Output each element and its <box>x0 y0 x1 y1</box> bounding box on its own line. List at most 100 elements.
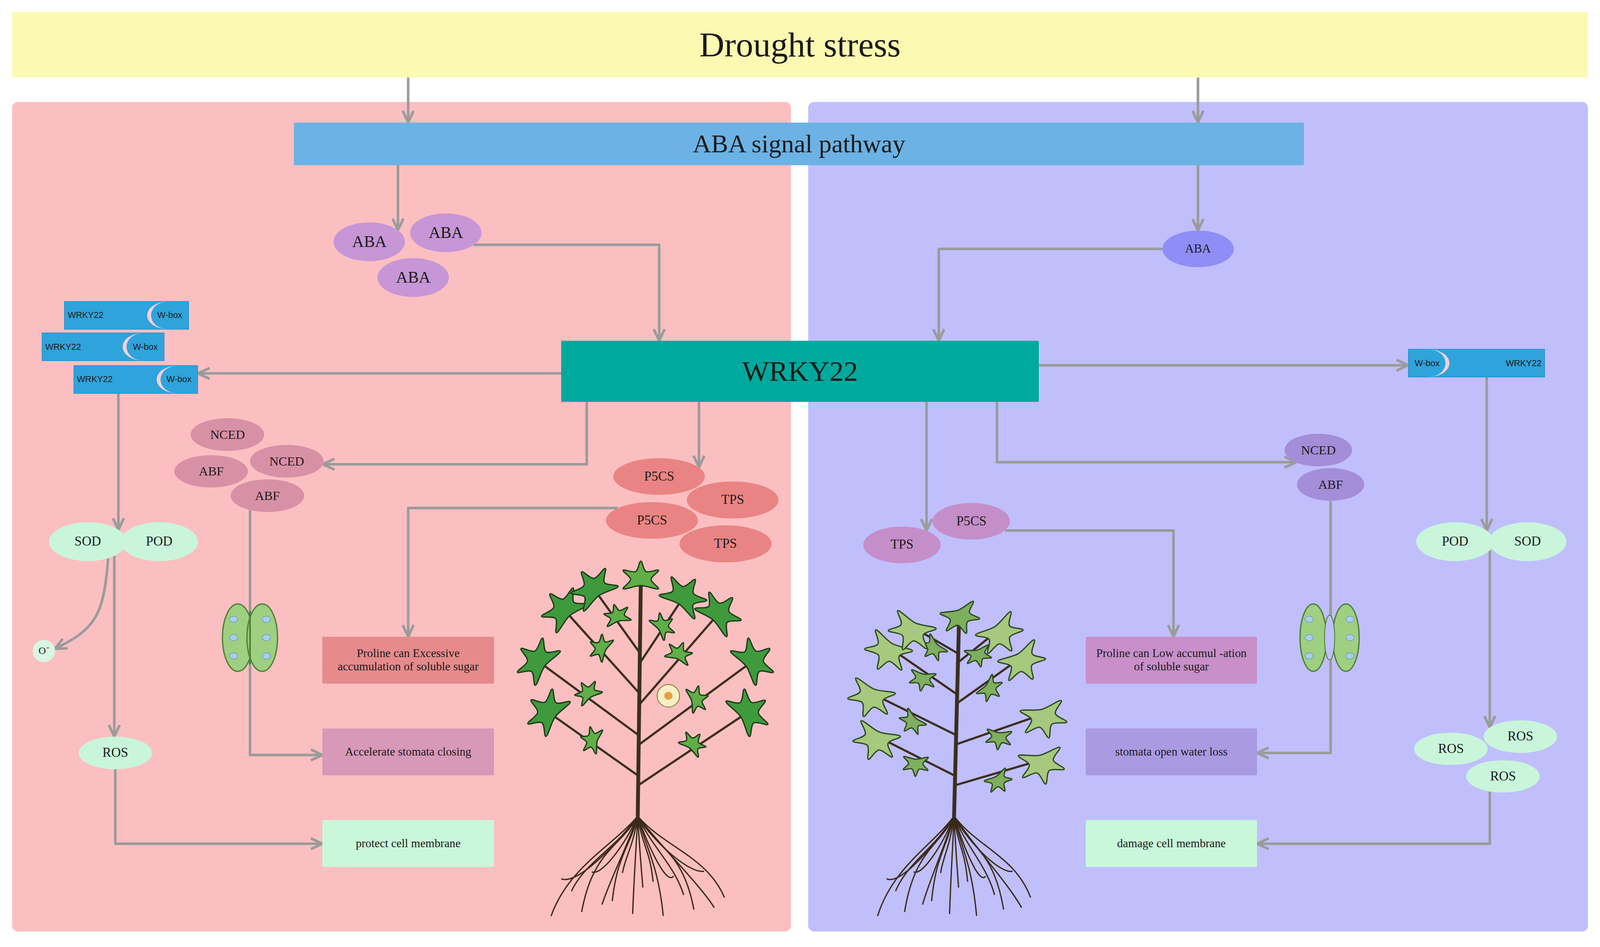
arrow-connector <box>697 401 701 468</box>
node-text: ABA signal pathway <box>692 129 906 159</box>
node-text: WRKY22 <box>74 365 116 394</box>
root <box>550 816 638 917</box>
leaf <box>908 669 936 693</box>
molecule-ellipse: ABA <box>410 213 482 253</box>
node-text: protect cell membrane <box>349 837 467 851</box>
molecule-ellipse: NCED <box>250 444 324 478</box>
leaf <box>694 583 749 638</box>
root <box>637 816 684 896</box>
arrow-connector <box>1257 791 1490 844</box>
node-text: NCED <box>1300 442 1336 458</box>
node-text: POD <box>1441 534 1469 550</box>
guard-cell <box>1300 604 1327 672</box>
header-band: Drought stress <box>12 12 1588 78</box>
root <box>632 816 638 915</box>
flower <box>657 684 680 708</box>
node-text: SOD <box>74 534 102 550</box>
leaf <box>508 631 561 686</box>
guard-cell <box>247 604 278 672</box>
molecule-ellipse: POD <box>120 522 198 562</box>
node-text: NCED <box>210 427 245 442</box>
leaf <box>725 682 778 737</box>
root <box>904 816 955 913</box>
node-text: SOD <box>1514 534 1542 550</box>
molecule-ellipse: ROS <box>1466 760 1540 794</box>
leaf <box>985 729 1012 752</box>
node-text: stomata open water loss <box>1108 745 1234 759</box>
leaf <box>843 677 896 725</box>
node-text: ABA <box>395 268 431 288</box>
arrow-connector <box>1196 77 1200 123</box>
leaf <box>883 610 937 659</box>
stoma <box>222 604 278 672</box>
node-text: POD <box>145 534 173 550</box>
node-text: Proline can Excessive accumulation of so… <box>322 646 494 674</box>
molecule-ellipse: ABF <box>1297 468 1365 501</box>
chloroplast <box>1305 634 1314 641</box>
leaf <box>571 676 603 707</box>
branch <box>637 714 745 786</box>
molecule-ellipse: P5CS <box>605 502 698 539</box>
outcome-box: protect cell membrane <box>322 820 494 868</box>
arrow-connector <box>925 401 928 531</box>
binding-complex: WRKY22W-box <box>73 365 198 394</box>
molecule-ellipse: ROS <box>1414 732 1488 766</box>
node-text: WRKY22 <box>1502 349 1545 377</box>
guard-cell <box>1332 604 1360 672</box>
molecule-ellipse: SOD <box>49 522 127 562</box>
node-text: ABF <box>198 463 224 479</box>
branch <box>550 714 638 776</box>
leaf <box>902 756 929 777</box>
molecule-ellipse: TPS <box>863 526 941 564</box>
right-panel <box>808 101 1588 932</box>
molecule-ellipse: NCED <box>190 418 265 451</box>
node-text: TPS <box>713 536 737 552</box>
molecule-ellipse: ABA <box>333 222 405 262</box>
root <box>877 816 955 917</box>
root <box>581 816 638 913</box>
outcome-box: Proline can Low accumul -ation of solubl… <box>1085 636 1258 684</box>
leaf <box>564 559 619 612</box>
molecule-ellipse: P5CS <box>932 503 1011 540</box>
node-text: WRKY22 <box>741 355 858 388</box>
leaf <box>895 708 927 740</box>
leaf <box>577 725 603 755</box>
arrow-connector <box>1196 165 1200 231</box>
arrow-connector <box>1485 377 1489 531</box>
outcome-box: damage cell membrane <box>1085 820 1258 868</box>
node-text: TPS <box>721 492 745 508</box>
leaf <box>518 682 571 738</box>
outcome-box: stomata open water loss <box>1085 728 1258 776</box>
node-text: W-box <box>122 333 164 361</box>
leaf <box>664 638 695 666</box>
leaf <box>584 631 614 663</box>
stoma <box>1300 604 1360 672</box>
root <box>954 816 1022 909</box>
leaf <box>976 674 1008 706</box>
cotton-plant <box>508 559 783 917</box>
molecule-ellipse: ROS <box>1483 720 1558 754</box>
root <box>954 816 1031 898</box>
arrow-connector <box>1257 500 1331 754</box>
molecule-ellipse: ABF <box>230 479 305 513</box>
root <box>571 816 638 892</box>
flower-center <box>664 691 673 701</box>
outcome-box: Accelerate stomata closing <box>322 728 494 776</box>
node-text: ABF <box>1318 477 1344 492</box>
arrow-connector <box>407 508 618 637</box>
node-text: Accelerate stomata closing <box>338 745 478 759</box>
molecule-ellipse: SOD <box>1488 522 1567 562</box>
molecule-ellipse: TPS <box>679 525 772 563</box>
node-text: P5CS <box>636 512 668 529</box>
leaf <box>623 561 659 590</box>
chloroplast <box>1305 616 1314 623</box>
arrow-connector <box>1004 530 1174 637</box>
node-text: ABA <box>1185 241 1211 257</box>
arrow-connector <box>55 558 109 649</box>
binding-complex: WRKY22W-box <box>64 301 189 330</box>
binding-complex: W-boxWRKY22 <box>1408 349 1545 378</box>
arrow-connector <box>1038 364 1409 367</box>
arrow-connector <box>322 401 587 465</box>
arrow-connector <box>115 769 323 844</box>
root <box>949 816 955 915</box>
